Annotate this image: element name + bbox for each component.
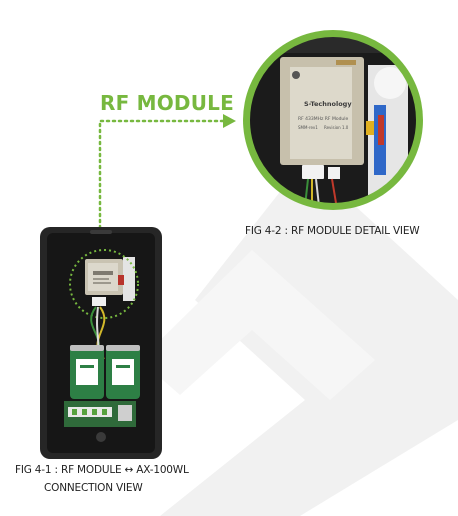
module-brand-text: S-Technology (304, 100, 352, 108)
fig-4-2-caption: FIG 4-2 : RF MODULE DETAIL VIEW (245, 225, 420, 237)
svg-text:RF 433MHz RF Module: RF 433MHz RF Module (298, 116, 349, 122)
module-label (290, 67, 352, 159)
arrow-head-icon (223, 114, 236, 128)
fig-4-1-caption: FIG 4-1 : RF MODULE ↔ AX-100WL (15, 464, 189, 476)
fig-4-1-caption-line2: CONNECTION VIEW (44, 482, 143, 494)
svg-text:SMM-rev1: SMM-rev1 (298, 125, 318, 130)
device-connection-photo (40, 227, 162, 459)
rf-module-detail-photo: S-Technology RF 433MHz RF Module SMM-rev… (243, 30, 423, 210)
rf-module-heading: RF MODULE (100, 91, 234, 115)
svg-text:Revision 1.0: Revision 1.0 (324, 125, 349, 130)
